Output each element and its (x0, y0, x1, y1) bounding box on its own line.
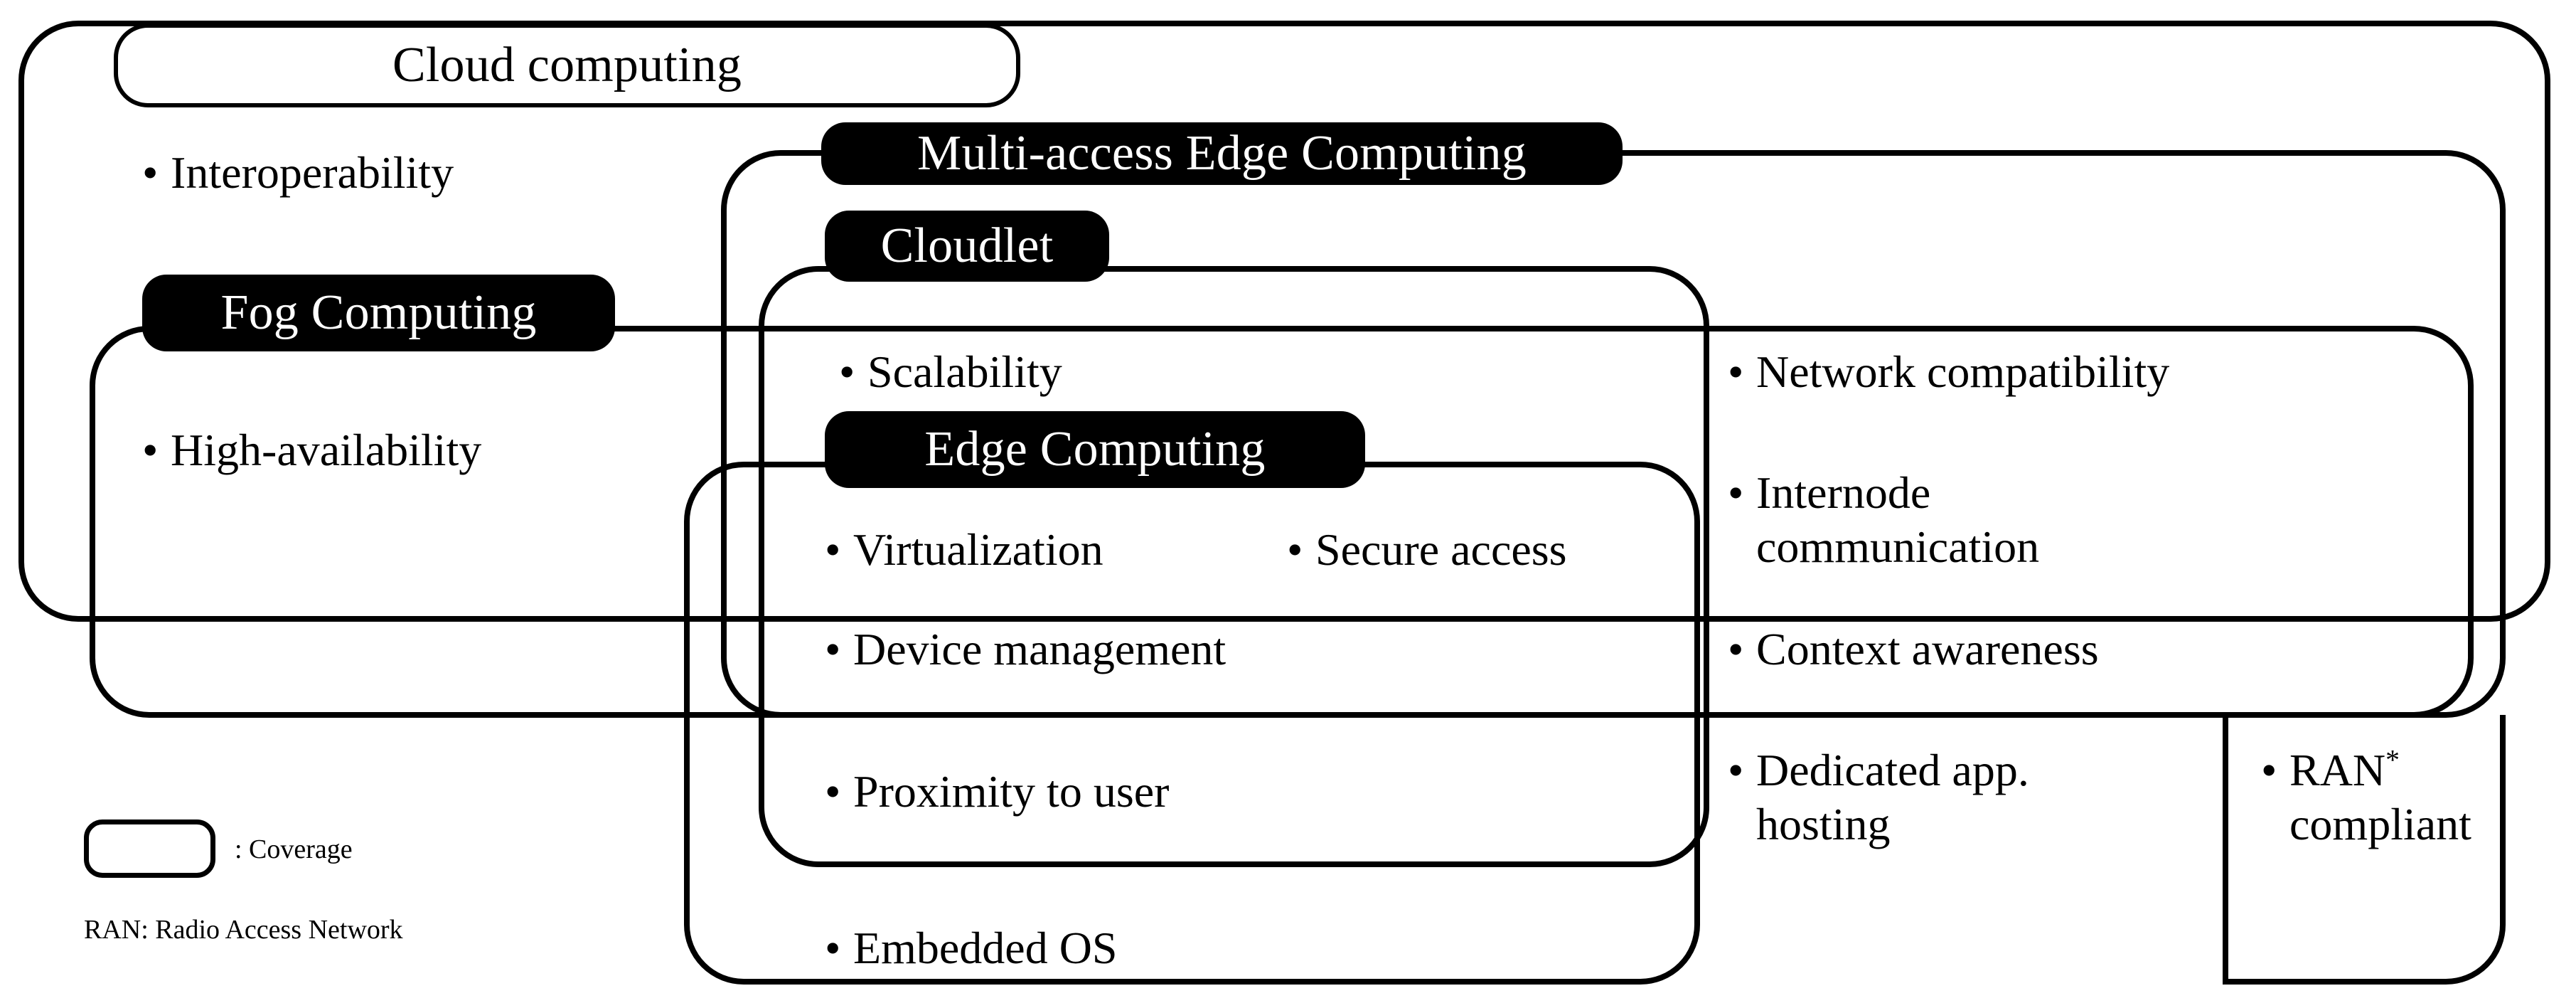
feature-secure-access-text: Secure access (1315, 524, 1567, 575)
bullet-icon: • (142, 147, 159, 198)
bullet-icon: • (1728, 346, 1744, 397)
bullet-icon: • (825, 766, 841, 817)
label-cloudlet[interactable]: Cloudlet (825, 211, 1109, 282)
legend-coverage-swatch (84, 819, 215, 878)
bullet-icon: • (1728, 624, 1744, 674)
feature-network-compatibility: • Network compatibility (1728, 345, 2368, 399)
feature-dedicated-app-hosting: • Dedicated app. hosting (1728, 743, 2190, 851)
coverage-outline-cloudlet (759, 266, 1709, 867)
feature-virtualization-text: Virtualization (853, 524, 1103, 575)
feature-internode-communication: • Internode communication (1728, 466, 2183, 573)
bullet-icon: • (1287, 524, 1303, 575)
label-multi-access-edge-computing[interactable]: Multi-access Edge Computing (821, 122, 1623, 185)
bullet-icon: • (825, 524, 841, 575)
label-cloud-computing[interactable]: Cloud computing (114, 23, 1020, 107)
feature-proximity-to-user-text: Proximity to user (853, 766, 1170, 817)
bullet-icon: • (2261, 745, 2277, 795)
feature-dedicated-app-hosting-text: Dedicated app. hosting (1756, 745, 2029, 849)
bullet-icon: • (839, 346, 855, 397)
feature-ran-compliant-line2: compliant (2289, 798, 2471, 849)
feature-ran-compliant-text: RAN* compliant (2289, 743, 2567, 851)
bullet-icon: • (825, 923, 841, 973)
label-fog-computing-text: Fog Computing (220, 285, 537, 340)
feature-device-management: • Device management (825, 622, 1394, 677)
feature-interoperability: • Interoperability (142, 146, 640, 200)
label-fog-computing[interactable]: Fog Computing (142, 275, 615, 351)
feature-proximity-to-user: • Proximity to user (825, 765, 1394, 819)
coverage-outline-cloud (18, 21, 2550, 622)
feature-context-awareness: • Context awareness (1728, 622, 2368, 677)
feature-ran-compliant-line1: RAN (2289, 745, 2386, 795)
feature-network-compatibility-text: Network compatibility (1756, 346, 2170, 397)
feature-secure-access: • Secure access (1287, 523, 1728, 577)
feature-scalability-text: Scalability (867, 346, 1062, 397)
footnote-asterisk-icon: * (2385, 744, 2400, 776)
legend-footnote: RAN: Radio Access Network (84, 915, 403, 945)
feature-context-awareness-text: Context awareness (1756, 624, 2099, 674)
feature-high-availability: • High-availability (142, 423, 683, 477)
coverage-outline-fog (90, 326, 2474, 718)
feature-embedded-os: • Embedded OS (825, 921, 1394, 975)
feature-virtualization: • Virtualization (825, 523, 1280, 577)
feature-high-availability-text: High-availability (171, 425, 482, 475)
label-edge-computing-text: Edge Computing (924, 422, 1266, 477)
label-cloudlet-text: Cloudlet (880, 218, 1054, 273)
label-cloud-computing-text: Cloud computing (392, 38, 742, 92)
feature-internode-communication-text: Internode communication (1756, 467, 2040, 572)
coverage-outline-edge (684, 462, 1700, 985)
label-edge-computing[interactable]: Edge Computing (825, 411, 1365, 488)
bullet-icon: • (825, 624, 841, 674)
feature-scalability: • Scalability (839, 345, 1294, 399)
bullet-icon: • (1728, 745, 1744, 795)
coverage-divider-ran (2223, 715, 2506, 985)
feature-ran-compliant: • RAN* compliant (2261, 743, 2567, 851)
feature-interoperability-text: Interoperability (171, 147, 454, 198)
bullet-icon: • (142, 425, 159, 475)
bullet-icon: • (1728, 467, 1744, 518)
legend-coverage-label: : Coverage (235, 834, 353, 864)
label-multi-access-edge-computing-text: Multi-access Edge Computing (917, 126, 1527, 181)
feature-device-management-text: Device management (853, 624, 1226, 674)
feature-embedded-os-text: Embedded OS (853, 923, 1118, 973)
